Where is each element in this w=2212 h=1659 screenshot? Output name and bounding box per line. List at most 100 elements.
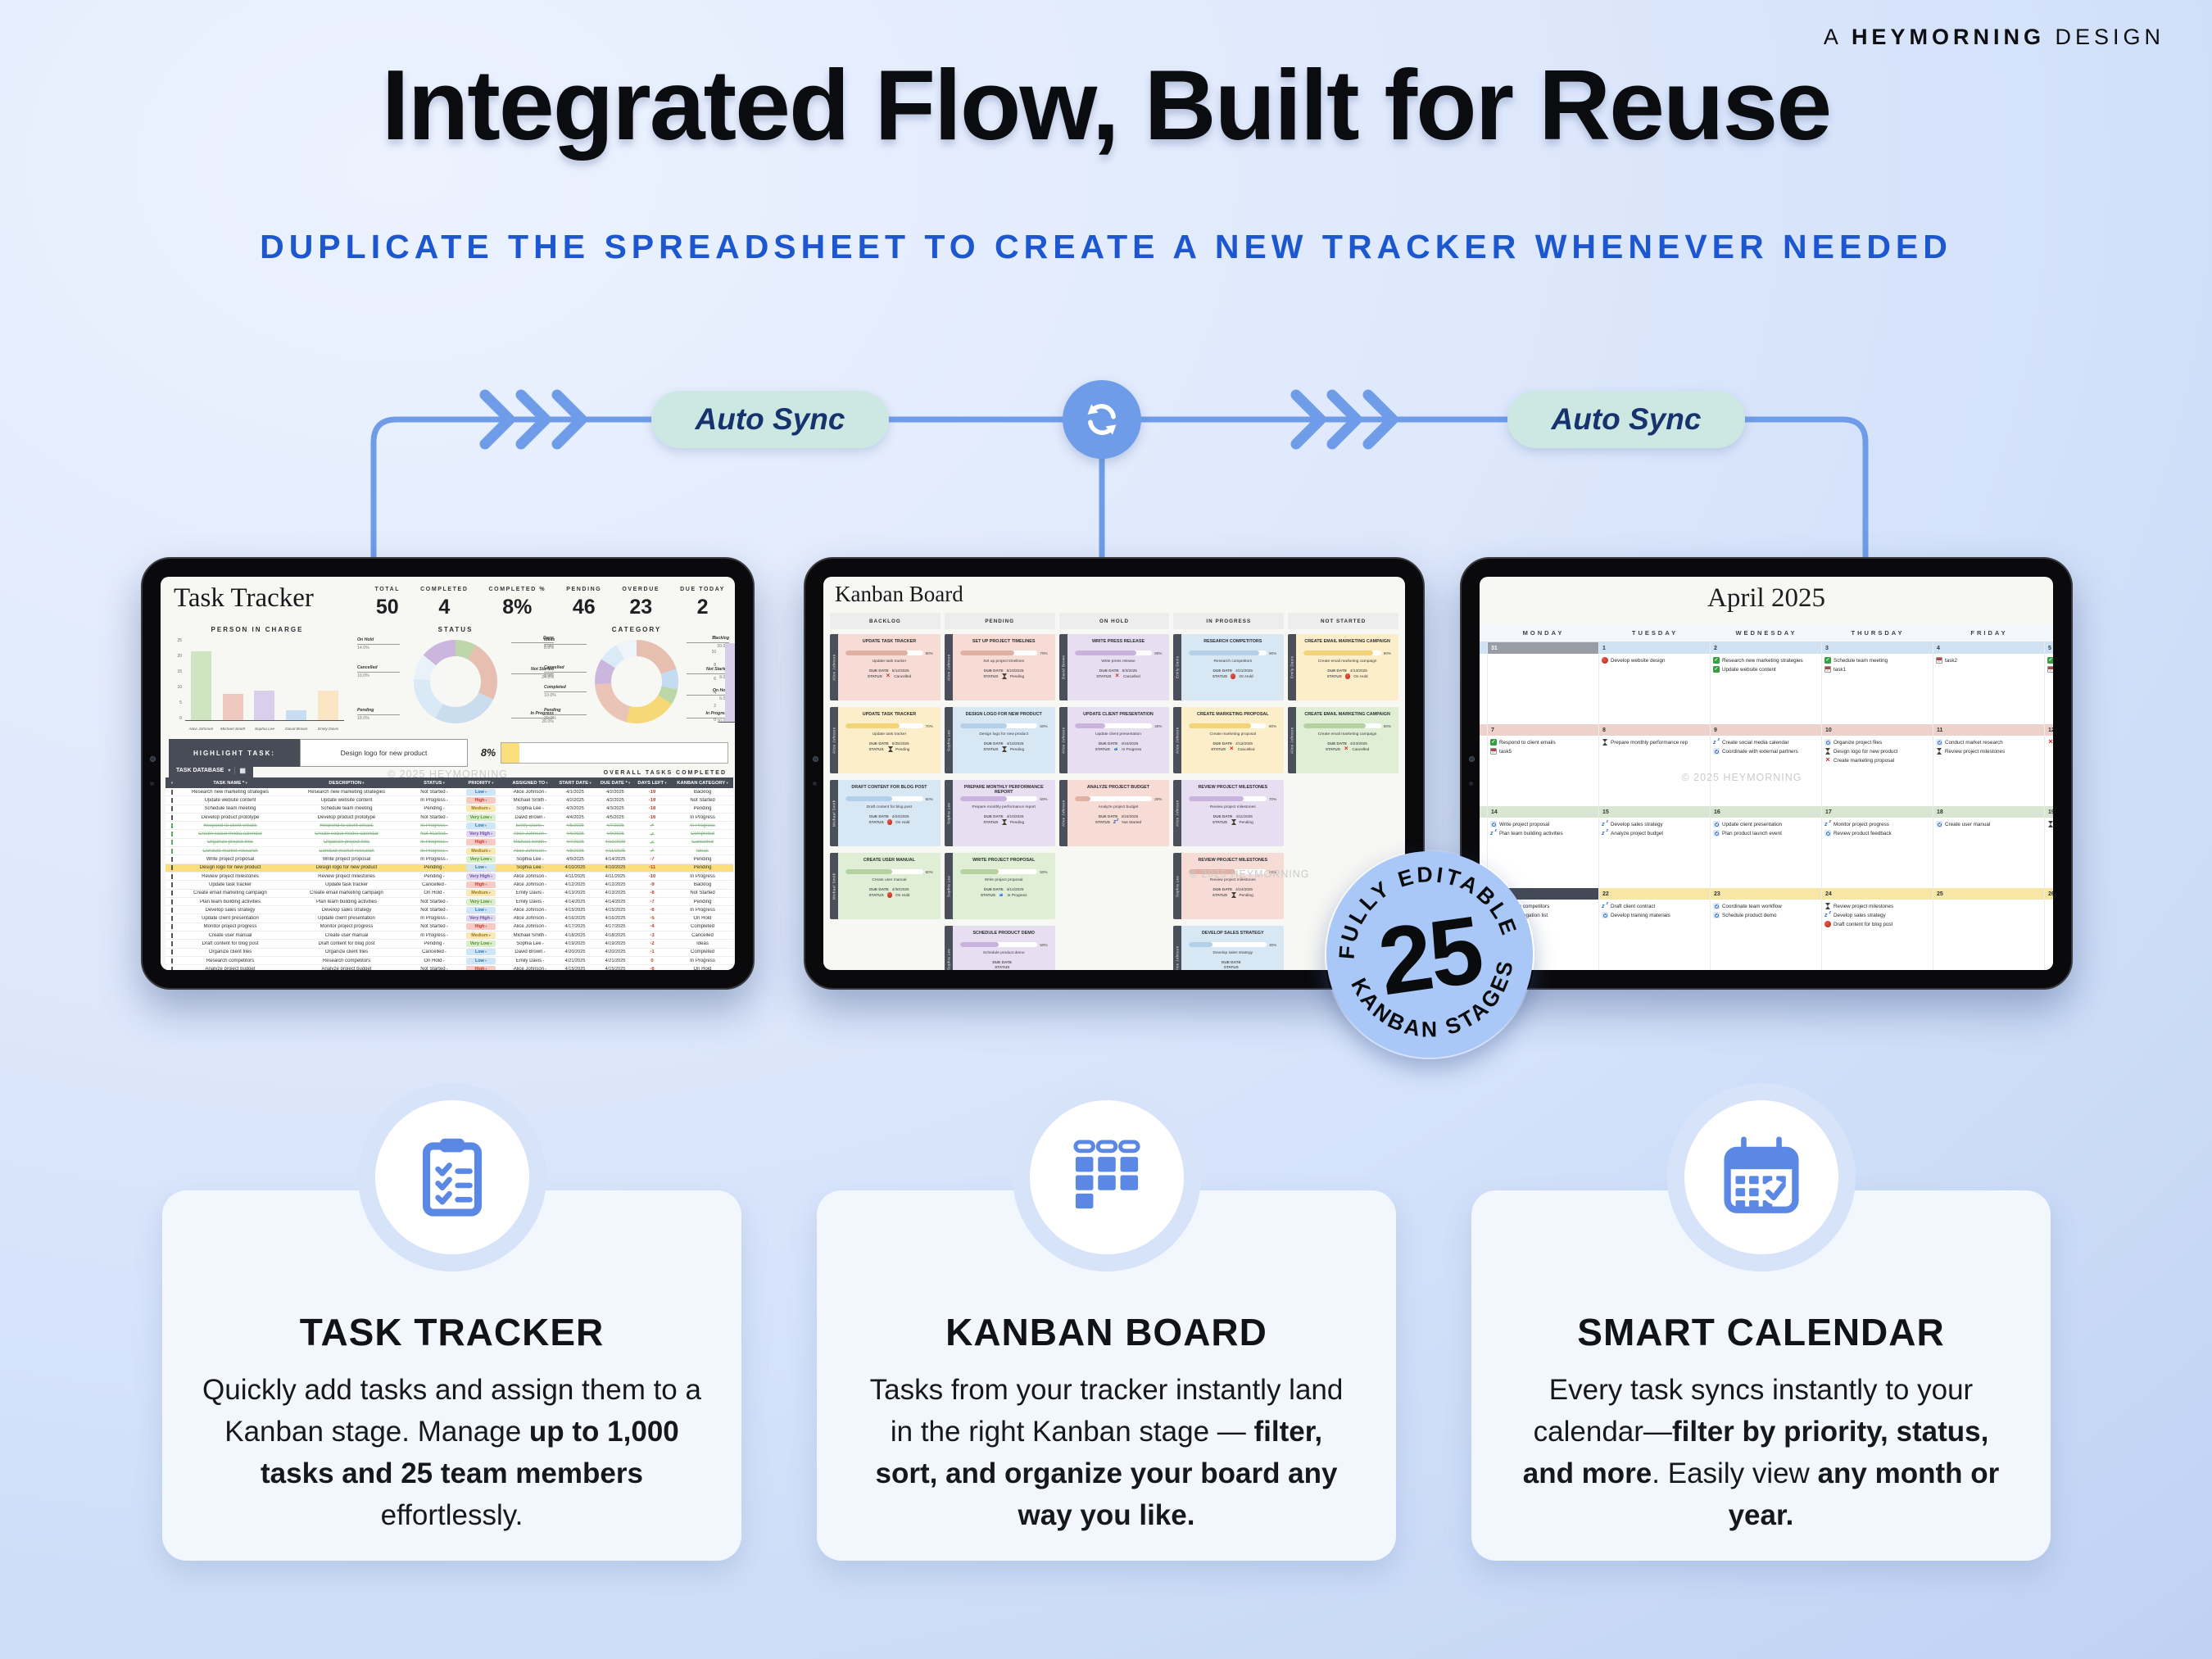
row-checkbox[interactable] (171, 806, 173, 812)
cell-assigned-to[interactable]: Emily Davis (505, 959, 555, 963)
kanban-column-header[interactable]: NOT STARTED (1288, 613, 1398, 629)
priority-select[interactable]: Low (466, 957, 496, 964)
calendar-task[interactable]: Research new marketing strategies (1713, 657, 1819, 664)
calendar-task[interactable]: Review project milestones (1824, 903, 1930, 909)
cell-assigned-to[interactable]: Alice Johnson (505, 924, 555, 929)
calendar-day[interactable]: 18 Create user manual (1933, 806, 2045, 888)
calendar-task[interactable]: Organize project files (1824, 739, 1930, 746)
calendar-task[interactable]: Design logo for new product (1824, 748, 1930, 755)
calendar-task[interactable]: Plan team building activities (1490, 828, 1596, 837)
calendar-day[interactable]: 14 Write project proposal (1488, 806, 1599, 888)
cell-assigned-to[interactable]: Alice Johnson (505, 874, 555, 879)
kanban-column-header[interactable]: IN PROGRESS (1173, 613, 1285, 629)
calendar-task[interactable]: Update website content (1713, 666, 1819, 673)
cell-assigned-to[interactable]: Alice Johnson (505, 882, 555, 887)
table-row[interactable]: Conduct market research Conduct market r… (165, 847, 733, 856)
cell-assigned-to[interactable]: Sophia Lee (505, 857, 555, 862)
row-checkbox[interactable] (171, 924, 173, 930)
row-checkbox[interactable] (171, 797, 173, 803)
calendar-task[interactable]: Analyze project budget (1602, 828, 1707, 837)
cell-status[interactable]: On Hold (411, 959, 457, 963)
cell-assigned-to[interactable]: Emily Davis (505, 900, 555, 904)
cell-status[interactable]: In Progress (411, 840, 457, 845)
column-header[interactable]: START DATE (555, 781, 595, 786)
calendar-task[interactable]: Review project milestones (1936, 748, 2042, 755)
kanban-column-header[interactable]: ON HOLD (1058, 613, 1170, 629)
cell-assigned-to[interactable]: Michael Smith (505, 840, 555, 845)
table-row[interactable]: Review project milestones Review project… (165, 872, 733, 882)
cell-assigned-to[interactable]: David Brown (505, 815, 555, 820)
kanban-card[interactable]: Michael Smith CREATE USER MANUAL 60% Cre… (830, 853, 941, 919)
calendar-day[interactable]: 16 Update client presentation (1711, 806, 1822, 888)
calendar-task[interactable]: Develop sales strategy (1602, 819, 1707, 828)
cell-status[interactable]: In Progress (411, 849, 457, 854)
calendar-task[interactable]: Create social media calendar (1713, 737, 1819, 746)
priority-select[interactable]: Very High (466, 831, 496, 838)
calendar-task[interactable]: Develop sales strategy (1824, 910, 1930, 919)
priority-select[interactable]: Low (466, 906, 496, 913)
calendar-task[interactable]: Write project proposal (1490, 821, 1596, 827)
kanban-card[interactable]: Alice Johnson UPDATE TASK TRACKER 70% Up… (830, 707, 941, 773)
kanban-card[interactable]: Sophia Lee WRITE PROJECT PROPOSAL 50% Wr… (944, 853, 1055, 919)
calendar-task[interactable]: task2 (1936, 657, 2042, 664)
calendar-task[interactable]: Draft client contract (1602, 901, 1707, 910)
cell-status[interactable]: Pending (411, 806, 457, 811)
priority-select[interactable]: Very Low (466, 814, 496, 821)
priority-select[interactable]: High (466, 839, 496, 846)
calendar-day[interactable]: 15 Develop sales strategy (1599, 806, 1711, 888)
row-checkbox[interactable] (171, 941, 173, 946)
kanban-card[interactable]: Alice Johnson REVIEW PROJECT MILESTONES … (1173, 780, 1285, 846)
kanban-card[interactable]: Emily Davis CREATE EMAIL MARKETING CAMPA… (1288, 634, 1398, 700)
cell-assigned-to[interactable]: Alice Johnson (505, 908, 555, 913)
priority-select[interactable]: Medium (466, 847, 496, 854)
row-checkbox[interactable] (171, 950, 173, 955)
cell-assigned-to[interactable]: Alice Johnson (505, 849, 555, 854)
calendar-task[interactable] (2047, 657, 2053, 664)
calendar-day[interactable]: 7 Respond to client emails (1488, 724, 1599, 806)
row-checkbox[interactable] (171, 907, 173, 913)
kanban-column-header[interactable]: BACKLOG (830, 613, 941, 629)
calendar-task[interactable]: Create marketing proposal (1824, 757, 1930, 764)
kanban-card[interactable]: Alice Johnson ANALYZE PROJECT BUDGET 20%… (1058, 780, 1170, 846)
row-checkbox[interactable] (171, 857, 173, 863)
cell-assigned-to[interactable]: Alice Johnson (505, 967, 555, 970)
column-header[interactable]: DUE DATE * (595, 781, 636, 786)
priority-select[interactable]: Very Low (466, 898, 496, 905)
cell-status[interactable]: Not Started (411, 967, 457, 970)
calendar-day[interactable]: 5 (2045, 642, 2053, 724)
cell-status[interactable]: Pending (411, 941, 457, 946)
calendar-task[interactable] (2047, 739, 2053, 746)
calendar-task[interactable]: Coordinate team workflow (1713, 903, 1819, 909)
calendar-day[interactable]: 25 (1933, 888, 2045, 970)
priority-select[interactable]: Low (466, 864, 496, 872)
kanban-column-header[interactable]: PENDING (944, 613, 1055, 629)
kanban-card[interactable]: Sophia Lee SCHEDULE PRODUCT DEMO 50% Sch… (944, 926, 1055, 970)
cell-assigned-to[interactable]: Alice Johnson (505, 916, 555, 921)
calendar-task[interactable]: Review product feedback (1824, 830, 1930, 836)
priority-select[interactable]: Medium (466, 890, 496, 897)
calendar-task[interactable]: Respond to client emails (1490, 739, 1596, 746)
highlight-task-input[interactable]: Design logo for new product (300, 739, 468, 767)
calendar-task[interactable]: Create user manual (1936, 821, 2042, 827)
kanban-card[interactable]: Alice Johnson CREATE EMAIL MARKETING CAM… (1288, 707, 1398, 773)
row-checkbox[interactable] (171, 823, 173, 828)
table-row[interactable]: Organize client files Organize client fi… (165, 948, 733, 957)
table-row[interactable]: Draft content for blog post Draft conten… (165, 940, 733, 949)
calendar-day[interactable]: 4 task2 (1933, 642, 2045, 724)
calendar-task[interactable]: Schedule product demo (1713, 912, 1819, 918)
calendar-day[interactable]: 22 Draft client contract (1599, 888, 1711, 970)
calendar-task[interactable] (2047, 821, 2053, 827)
table-row[interactable]: Plan team building activities Plan team … (165, 897, 733, 907)
table-row[interactable]: Develop sales strategy Develop sales str… (165, 906, 733, 915)
cell-status[interactable]: Cancelled (411, 882, 457, 887)
calendar-task[interactable]: Develop website design (1602, 657, 1707, 664)
calendar-task[interactable]: task1 (1824, 666, 1930, 673)
column-header[interactable]: DAYS LEFT (636, 781, 669, 786)
row-checkbox[interactable] (171, 865, 173, 871)
calendar-day[interactable]: 9 Create social media calendar (1711, 724, 1822, 806)
cell-status[interactable]: Pending (411, 865, 457, 870)
cell-status[interactable]: In Progress (411, 916, 457, 921)
calendar-task[interactable]: Coordinate with external partners (1713, 748, 1819, 755)
row-checkbox[interactable] (171, 882, 173, 887)
calendar-task[interactable]: Monitor project progress (1824, 819, 1930, 828)
